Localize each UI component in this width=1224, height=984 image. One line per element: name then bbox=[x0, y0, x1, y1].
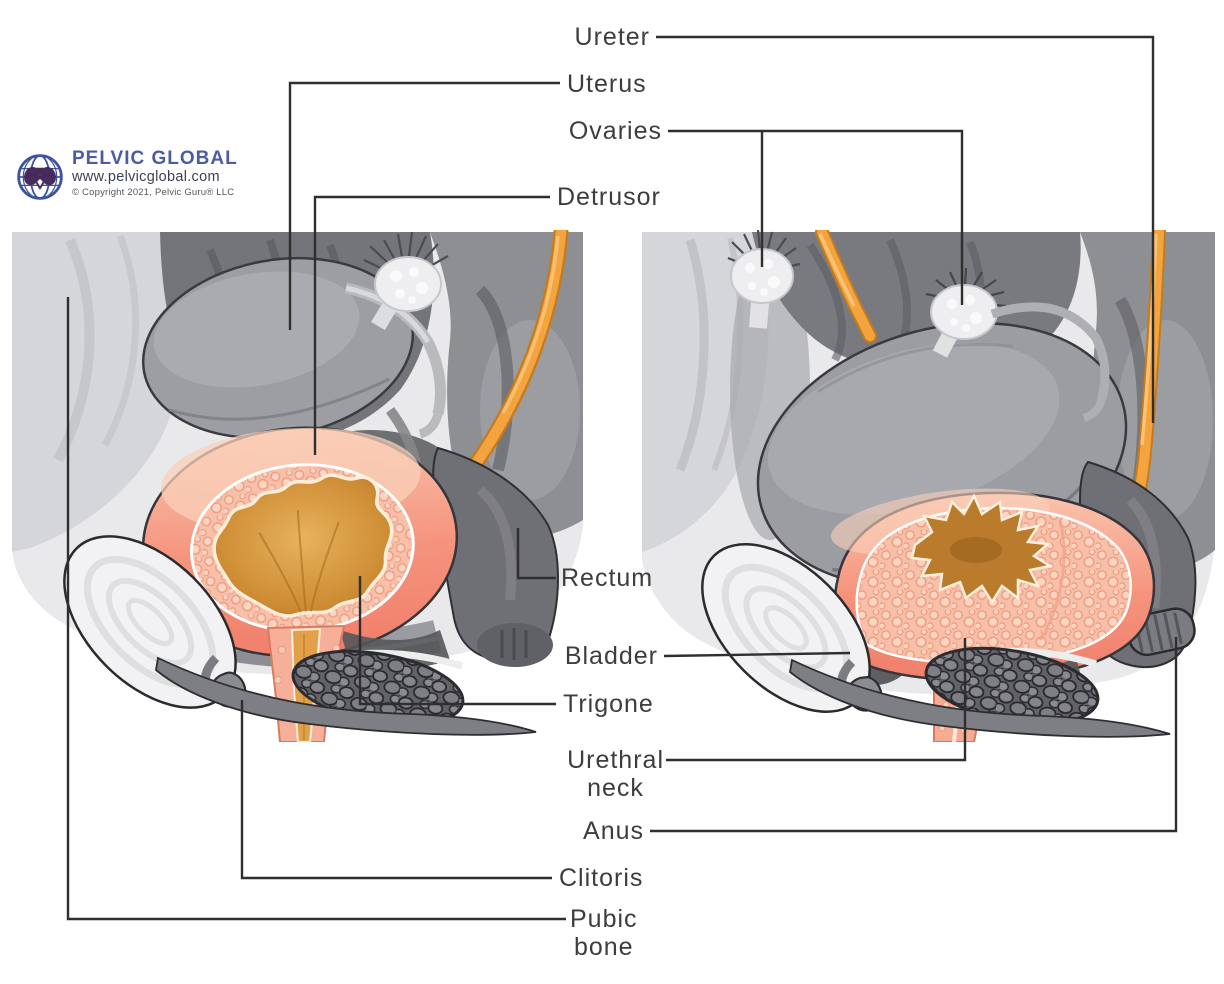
label-detrusor: Detrusor bbox=[557, 183, 661, 211]
label-pubic-bone-line1: Pubic bbox=[570, 905, 638, 933]
label-ovaries: Ovaries bbox=[568, 117, 662, 145]
tube-curl bbox=[418, 412, 443, 439]
tube-curl bbox=[1082, 396, 1106, 422]
label-urethral-neck-line2: neck bbox=[587, 774, 644, 802]
logo-copyright: © Copyright 2021, Pelvic Guru® LLC bbox=[72, 187, 235, 198]
label-ureter: Ureter bbox=[574, 23, 650, 51]
bone-streak bbox=[675, 238, 709, 472]
bladder-full-shape bbox=[141, 426, 459, 658]
label-rectum: Rectum bbox=[561, 564, 654, 592]
pubic-bone-shape bbox=[701, 543, 871, 713]
ilium-bone bbox=[12, 232, 185, 552]
urine-pool bbox=[212, 473, 394, 618]
vestibular-bulb bbox=[291, 649, 465, 727]
leader-detrusor bbox=[313, 195, 550, 455]
leader-ovaries bbox=[668, 129, 964, 305]
label-urethral-neck: Urethral neck bbox=[567, 746, 664, 802]
label-bladder: Bladder bbox=[564, 642, 658, 670]
urine-flow-lines bbox=[258, 510, 340, 613]
label-pubic-bone-line2: bone bbox=[573, 933, 634, 961]
label-anus: Anus bbox=[583, 817, 644, 845]
leader-clitoris bbox=[240, 700, 552, 880]
leader-rectum bbox=[516, 528, 556, 580]
bone-streak bbox=[53, 238, 95, 463]
figure-full-bladder bbox=[12, 230, 583, 742]
leader-uterus bbox=[288, 81, 560, 330]
label-clitoris: Clitoris bbox=[559, 864, 644, 892]
crevice-shadow bbox=[475, 285, 514, 472]
label-pubic-bone: Pubic bone bbox=[570, 905, 638, 961]
leader-bladder bbox=[663, 651, 851, 658]
logo-brand-name: PELVIC GLOBAL bbox=[72, 148, 238, 169]
perineal-tail bbox=[155, 656, 537, 736]
ovary-left-panel bbox=[363, 231, 449, 331]
globe-pelvis-icon bbox=[17, 154, 63, 200]
pelvis-silhouette bbox=[24, 166, 56, 190]
figure-empty-bladder bbox=[642, 230, 1215, 742]
rectum-shape bbox=[432, 446, 559, 667]
ureter-upper-segment bbox=[815, 230, 877, 343]
label-urethral-neck-line1: Urethral bbox=[567, 746, 664, 774]
perineal-tail bbox=[789, 658, 1171, 738]
uterus-shape bbox=[141, 256, 415, 440]
logo-url: www.pelvicglobal.com bbox=[72, 169, 220, 185]
vestibular-bulb bbox=[924, 646, 1100, 726]
leader-ureter bbox=[656, 35, 1155, 423]
pelvic-global-logo: PELVIC GLOBAL www.pelvicglobal.com © Cop… bbox=[14, 148, 238, 206]
fallopian-tube bbox=[990, 302, 1110, 400]
label-trigone: Trigone bbox=[563, 690, 654, 718]
label-uterus: Uterus bbox=[567, 70, 647, 98]
leader-anus bbox=[650, 637, 1178, 833]
leader-trigone bbox=[358, 576, 556, 706]
bone-streak bbox=[101, 234, 140, 447]
leader-urethral-neck bbox=[666, 638, 967, 762]
leader-pubic-bone bbox=[66, 297, 566, 921]
